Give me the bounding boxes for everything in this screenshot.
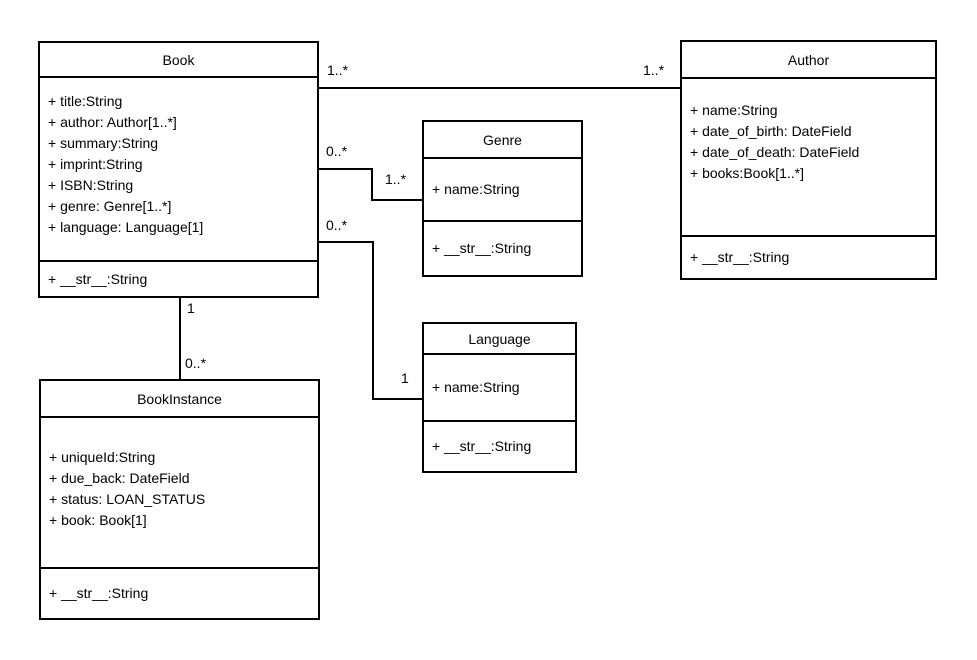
attribute-line: + ISBN:String: [48, 177, 134, 193]
class-box-bookinstance: BookInstance + uniqueId:String + due_bac…: [39, 379, 320, 620]
attribute-line: + books:Book[1..*]: [690, 165, 805, 181]
class-title-book: Book: [40, 43, 317, 78]
attribute-line: + date_of_birth: DateField: [690, 123, 852, 139]
attribute-line: + due_back: DateField: [49, 470, 190, 486]
attribute-line: + name:String: [690, 102, 778, 118]
attribute-line: + title:String: [48, 93, 123, 109]
class-box-author: Author + name:String + date_of_birth: Da…: [680, 40, 937, 280]
class-title-bookinstance: BookInstance: [41, 381, 318, 418]
multiplicity-label-book-language-near-language: 1: [401, 370, 409, 386]
attribute-line: + status: LOAN_STATUS: [49, 491, 206, 507]
multiplicity-label-book-genre-near-book: 0..*: [326, 143, 348, 159]
attribute-line: + book: Book[1]: [49, 512, 147, 528]
class-attributes-bookinstance: + uniqueId:String + due_back: DateField …: [41, 418, 318, 567]
class-box-genre: Genre + name:String + __str__:String: [422, 120, 583, 277]
class-methods-language: + __str__:String: [424, 420, 575, 471]
attribute-line: + imprint:String: [48, 156, 143, 172]
class-methods-genre: + __str__:String: [424, 220, 581, 275]
class-title-author: Author: [682, 42, 935, 79]
class-title-genre: Genre: [424, 122, 581, 159]
attribute-line: + name:String: [432, 379, 520, 395]
method-line: + __str__:String: [48, 270, 148, 287]
attribute-line: + genre: Genre[1..*]: [48, 198, 172, 214]
attribute-line: + name:String: [432, 181, 520, 197]
association-line-book-genre: [318, 168, 422, 201]
attribute-line: + summary:String: [48, 135, 159, 151]
multiplicity-label-book-language-near-book: 0..*: [326, 217, 348, 233]
method-line: + __str__:String: [49, 585, 149, 601]
class-methods-bookinstance: + __str__:String: [41, 567, 318, 618]
class-methods-author: + __str__:String: [682, 235, 935, 278]
multiplicity-label-book-genre-near-genre: 1..*: [385, 171, 407, 187]
multiplicity-label-book-author-near-book: 1..*: [327, 62, 349, 78]
class-title-language: Language: [424, 324, 575, 355]
method-line: + __str__:String: [690, 249, 790, 265]
method-line: + __str__:String: [432, 438, 532, 454]
attribute-line: + date_of_death: DateField: [690, 144, 860, 160]
multiplicity-label-book-author-near-author: 1..*: [643, 62, 665, 78]
attribute-line: + author: Author[1..*]: [48, 114, 177, 130]
attribute-line: + language: Language[1]: [48, 219, 204, 235]
attribute-line: + uniqueId:String: [49, 449, 156, 465]
class-attributes-language: + name:String: [424, 355, 575, 420]
class-attributes-author: + name:String + date_of_birth: DateField…: [682, 79, 935, 235]
multiplicity-label-book-bookinstance-near-bookinstance: 0..*: [185, 355, 207, 371]
class-attributes-book: + title:String + author: Author[1..*] + …: [40, 78, 317, 260]
multiplicity-label-book-bookinstance-near-book: 1: [187, 300, 195, 316]
method-line: + __str__:String: [432, 240, 532, 256]
class-box-book: Book + title:String + author: Author[1..…: [38, 41, 319, 298]
class-methods-book: + __str__:String: [40, 260, 317, 296]
class-attributes-genre: + name:String: [424, 159, 581, 220]
class-box-language: Language + name:String + __str__:String: [422, 322, 577, 473]
